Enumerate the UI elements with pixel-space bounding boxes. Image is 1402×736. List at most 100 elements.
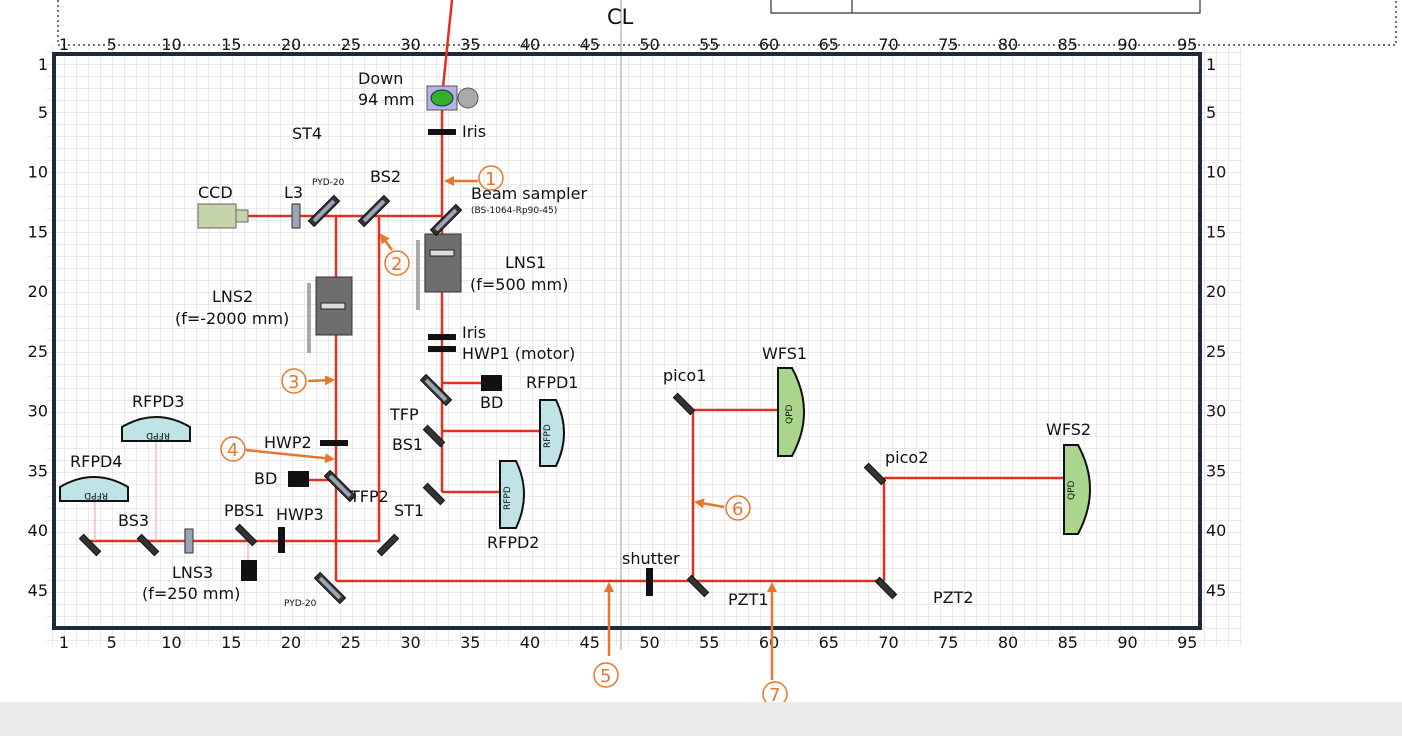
wfs1-qpd	[777, 367, 805, 457]
label-beam-sampler-part: (BS-1064-Rp90-45)	[471, 206, 557, 216]
label-rfpd4: RFPD4	[70, 452, 122, 471]
rfpd4-tag: RFPD	[84, 490, 108, 500]
label-lns1: LNS1	[505, 253, 546, 272]
label-rfpd2: RFPD2	[487, 533, 539, 552]
label-down: Down	[358, 69, 403, 88]
mirror-pico1	[672, 392, 696, 416]
x-tick-bottom-65: 65	[819, 633, 839, 652]
label-shutter: shutter	[622, 549, 680, 568]
x-tick-top-35: 35	[460, 35, 480, 54]
label-pbs1: PBS1	[224, 501, 265, 520]
x-tick-bottom-40: 40	[520, 633, 540, 652]
marker-circle-2	[384, 250, 410, 276]
label-lns3: LNS3	[172, 563, 213, 582]
y-tick-right-10: 10	[1206, 163, 1226, 182]
lens-lns3	[184, 528, 194, 554]
x-tick-bottom-75: 75	[938, 633, 958, 652]
iris-mid	[428, 334, 456, 340]
y-tick-right-45: 45	[1206, 581, 1226, 600]
label-pyd-bottom: PYD-20	[284, 599, 317, 609]
x-tick-bottom-45: 45	[580, 633, 600, 652]
label-bd-right: BD	[480, 393, 503, 412]
table-frame	[52, 52, 1202, 630]
y-tick-right-15: 15	[1206, 222, 1226, 241]
x-tick-top-60: 60	[759, 35, 779, 54]
grid	[46, 46, 1242, 646]
label-wfs2: WFS2	[1046, 420, 1091, 439]
label-bd-left: BD	[254, 469, 277, 488]
wfs2-qpd	[1063, 444, 1091, 535]
rfpd1-detector	[539, 399, 565, 467]
x-tick-bottom-95: 95	[1177, 633, 1197, 652]
label-rfpd1: RFPD1	[526, 373, 578, 392]
y-tick-right-40: 40	[1206, 521, 1226, 540]
label-pzt2: PZT2	[933, 588, 974, 607]
cl-boundary	[57, 0, 1397, 46]
label-hwp1: HWP1 (motor)	[462, 344, 575, 363]
label-l3: L3	[284, 183, 303, 202]
label-pyd-top: PYD-20	[312, 178, 345, 188]
rfpd2-detector	[499, 460, 525, 529]
label-wfs1: WFS1	[762, 344, 807, 363]
hwp1	[428, 346, 456, 352]
top-table	[770, 0, 1201, 14]
y-tick-left-30: 30	[28, 402, 48, 421]
bd-right	[481, 375, 502, 391]
label-iris-mid: Iris	[462, 323, 486, 342]
label-ccd: CCD	[198, 183, 233, 202]
x-tick-top-20: 20	[281, 35, 301, 54]
footer-bar	[0, 702, 1402, 736]
y-tick-right-1: 1	[1206, 55, 1216, 74]
down-lens	[430, 89, 454, 107]
x-tick-bottom-90: 90	[1117, 633, 1137, 652]
mirror-pbs1	[234, 523, 258, 547]
y-tick-right-20: 20	[1206, 282, 1226, 301]
ccd-camera	[197, 203, 237, 229]
bd-left	[288, 471, 309, 487]
x-tick-top-55: 55	[699, 35, 719, 54]
x-tick-bottom-10: 10	[161, 633, 181, 652]
y-tick-left-20: 20	[28, 282, 48, 301]
rfpd3-detector	[121, 416, 191, 442]
x-tick-bottom-85: 85	[1058, 633, 1078, 652]
mirror-pzt2	[874, 576, 898, 600]
y-tick-right-35: 35	[1206, 461, 1226, 480]
x-tick-top-40: 40	[520, 35, 540, 54]
label-lns3-f: (f=250 mm)	[142, 584, 240, 603]
x-tick-bottom-5: 5	[107, 633, 117, 652]
y-tick-left-15: 15	[28, 222, 48, 241]
marker-1: 1	[485, 169, 496, 190]
mirror-bs1	[422, 424, 446, 448]
x-tick-top-45: 45	[580, 35, 600, 54]
mirror-rfpd4	[78, 533, 102, 557]
x-tick-bottom-60: 60	[759, 633, 779, 652]
label-pico1: pico1	[663, 366, 706, 385]
y-tick-left-1: 1	[38, 55, 48, 74]
iris-top	[428, 129, 456, 135]
x-tick-top-65: 65	[819, 35, 839, 54]
x-tick-bottom-30: 30	[400, 633, 420, 652]
x-tick-top-95: 95	[1177, 35, 1197, 54]
x-tick-top-10: 10	[161, 35, 181, 54]
x-tick-bottom-1: 1	[59, 633, 69, 652]
x-tick-bottom-70: 70	[878, 633, 898, 652]
marker-circle-5	[593, 662, 619, 688]
x-tick-top-90: 90	[1117, 35, 1137, 54]
mirror-pzt1	[686, 574, 710, 598]
marker-3: 3	[288, 372, 299, 393]
down-knob-icon	[457, 87, 479, 109]
cl-label: CL	[607, 5, 634, 29]
x-tick-bottom-55: 55	[699, 633, 719, 652]
x-tick-top-1: 1	[59, 35, 69, 54]
label-bs3: BS3	[118, 511, 149, 530]
label-tfp2: TFP2	[349, 487, 389, 506]
beam-paths	[90, 0, 1064, 583]
marker-6: 6	[732, 499, 743, 520]
label-iris-top: Iris	[462, 122, 486, 141]
label-beam-sampler: Beam sampler	[471, 184, 587, 203]
label-bs2: BS2	[370, 167, 401, 186]
